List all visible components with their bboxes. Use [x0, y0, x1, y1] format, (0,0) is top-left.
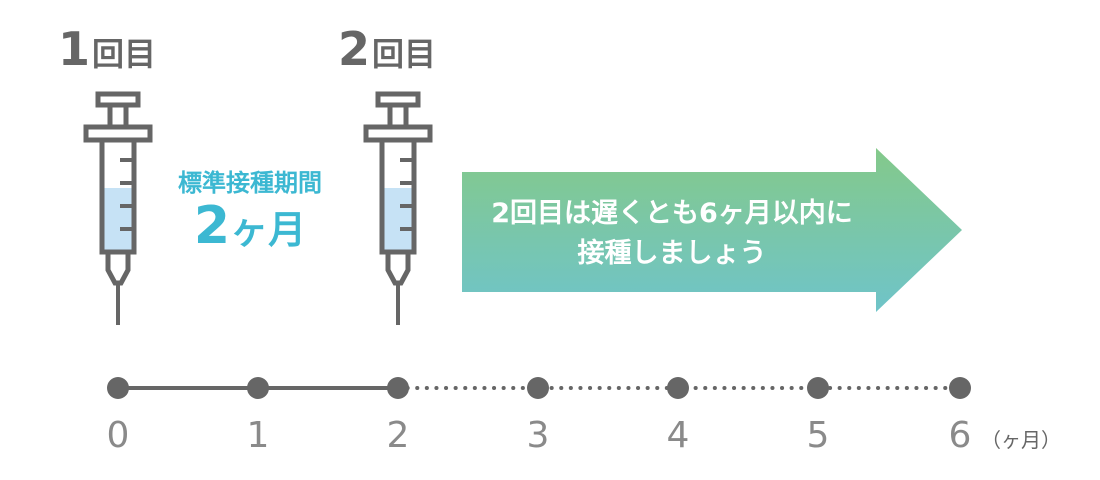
- timeline-dot-5: [807, 377, 829, 399]
- arrow-message-line-2: 接種しましょう: [577, 238, 767, 269]
- tick-label-0: 0: [106, 415, 130, 456]
- arrow-message: 2回目は遅くとも6ヶ月以内に 接種しましょう: [462, 194, 882, 274]
- standard-period-value: 2ヶ月: [160, 200, 340, 252]
- dose-1-label: 1回目: [58, 26, 156, 72]
- syringe-icon: [363, 91, 433, 325]
- standard-period-number: 2: [193, 196, 231, 256]
- timeline-unit-label: （ヶ月）: [981, 428, 1061, 452]
- tick-label-2: 2: [386, 415, 410, 456]
- tick-label-3: 3: [526, 415, 550, 456]
- timeline: [107, 377, 971, 399]
- timeline-dot-4: [667, 377, 689, 399]
- tick-label-6: 6: [948, 415, 972, 456]
- timeline-dot-2: [387, 377, 409, 399]
- tick-label-5: 5: [806, 415, 830, 456]
- standard-period-unit: ヶ月: [230, 208, 307, 252]
- tick-label-1: 1: [246, 415, 270, 456]
- dose-2-number: 2: [338, 22, 371, 76]
- timeline-dot-1: [247, 377, 269, 399]
- recommended-window-arrow: [462, 148, 962, 312]
- timeline-dot-6: [949, 377, 971, 399]
- arrow-message-line-1: 2回目は遅くとも6ヶ月以内に: [491, 198, 853, 229]
- syringe-icon: [83, 91, 153, 325]
- timeline-dot-3: [527, 377, 549, 399]
- dose-2-label: 2回目: [338, 26, 436, 72]
- dose-1-number: 1: [58, 22, 91, 76]
- tick-label-4: 4: [666, 415, 690, 456]
- timeline-dot-0: [107, 377, 129, 399]
- standard-period-label: 標準接種期間: [178, 169, 322, 197]
- dose-2-suffix: 回目: [372, 35, 437, 73]
- dose-1-suffix: 回目: [92, 35, 157, 73]
